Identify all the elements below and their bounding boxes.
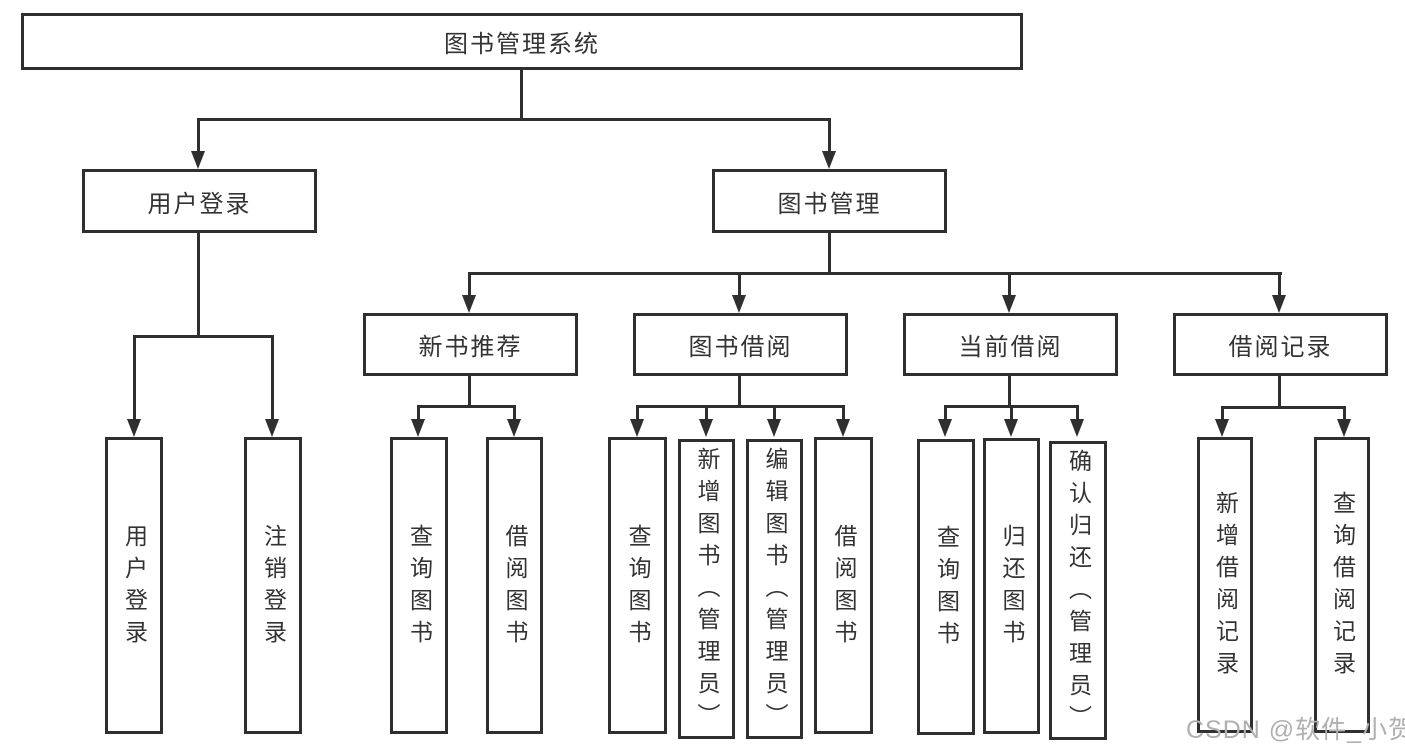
connector-line: [513, 405, 516, 421]
connector-line: [773, 405, 776, 421]
arrow-down-icon: [822, 151, 836, 169]
node-new-book-recommend: 新书推荐: [363, 313, 578, 376]
arrow-down-icon: [1272, 295, 1286, 313]
connector-line: [1278, 272, 1281, 297]
connector-line: [468, 376, 471, 407]
leaf-user-login: 用户登录: [105, 437, 163, 734]
leaf-confirm-return-admin: 确认归还（管理员）: [1049, 441, 1107, 740]
connector-line: [133, 335, 136, 421]
arrow-down-icon: [732, 295, 746, 313]
connector-line: [1008, 272, 1011, 297]
connector-line: [1343, 406, 1346, 421]
connector-line: [197, 233, 200, 337]
arrow-down-icon: [507, 419, 521, 437]
connector-line: [417, 405, 516, 408]
arrow-down-icon: [836, 419, 850, 437]
arrow-down-icon: [1002, 295, 1016, 313]
leaf-borrow-books: 借阅图书: [814, 437, 873, 734]
connector-line: [1221, 406, 1224, 421]
arrow-down-icon: [1004, 419, 1018, 437]
arrow-down-icon: [1215, 419, 1229, 437]
connector-line: [1076, 405, 1079, 421]
connector-line: [468, 272, 471, 297]
connector-line: [197, 118, 200, 153]
arrow-down-icon: [630, 419, 644, 437]
leaf-logout: 注销登录: [244, 437, 302, 734]
leaf-add-books-admin: 新增图书（管理员）: [678, 439, 735, 739]
connector-line: [842, 405, 845, 421]
connector-line: [944, 405, 947, 421]
node-current-borrow: 当前借阅: [903, 313, 1118, 376]
leaf-query-books-recommend: 查询图书: [390, 437, 448, 734]
leaf-query-borrow-record: 查询借阅记录: [1314, 437, 1370, 733]
arrow-down-icon: [767, 419, 781, 437]
connector-line: [520, 70, 523, 120]
node-root-library-system: 图书管理系统: [21, 13, 1023, 70]
connector-line: [468, 272, 1282, 275]
node-borrow-records: 借阅记录: [1173, 313, 1388, 376]
node-book-borrow: 图书借阅: [633, 313, 848, 376]
connector-line: [705, 405, 708, 421]
connector-line: [417, 405, 420, 421]
connector-line: [1008, 376, 1011, 407]
arrow-down-icon: [191, 151, 205, 169]
connector-line: [636, 405, 639, 421]
leaf-query-books-current: 查询图书: [917, 439, 975, 735]
connector-line: [133, 335, 274, 338]
connector-line: [271, 335, 274, 421]
leaf-borrow-books-recommend: 借阅图书: [486, 437, 543, 734]
arrow-down-icon: [462, 295, 476, 313]
arrow-down-icon: [1070, 419, 1084, 437]
arrow-down-icon: [127, 419, 141, 437]
connector-line: [828, 233, 831, 274]
connector-line: [738, 272, 741, 297]
arrow-down-icon: [938, 419, 952, 437]
arrow-down-icon: [1337, 419, 1351, 437]
leaf-edit-books-admin: 编辑图书（管理员）: [746, 439, 803, 739]
arrow-down-icon: [265, 419, 279, 437]
connector-line: [1010, 405, 1013, 421]
node-user-login: 用户登录: [82, 169, 317, 233]
connector-line: [636, 405, 845, 408]
leaf-add-borrow-record: 新增借阅记录: [1197, 437, 1253, 733]
node-book-management: 图书管理: [712, 169, 947, 233]
connector-line: [1278, 376, 1281, 407]
arrow-down-icon: [411, 419, 425, 437]
connector-line: [1221, 406, 1346, 409]
leaf-query-books-borrow: 查询图书: [608, 437, 667, 734]
connector-line: [197, 118, 831, 121]
connector-line: [738, 376, 741, 407]
csdn-watermark: CSDN @软件_小贺同学: [1186, 716, 1405, 744]
leaf-return-books: 归还图书: [983, 438, 1040, 734]
connector-line: [828, 118, 831, 153]
arrow-down-icon: [699, 419, 713, 437]
